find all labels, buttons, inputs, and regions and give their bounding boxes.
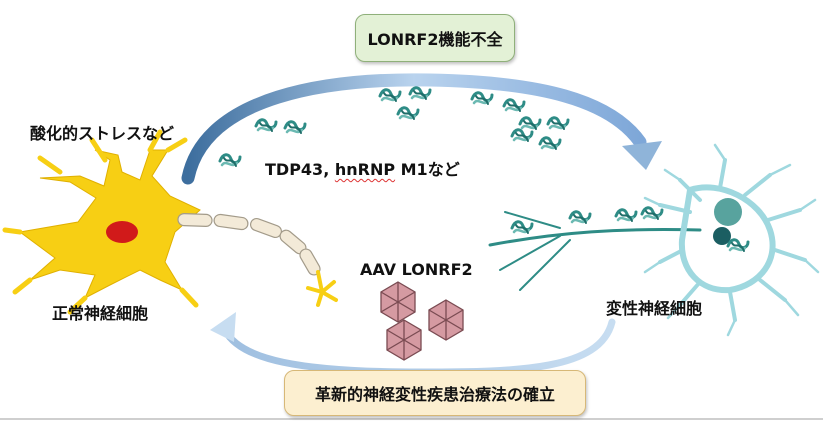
curved-arrow-top-icon [181, 73, 662, 185]
protein-label-hnrnp: hnRNP [334, 160, 396, 179]
protein-label: TDP43, hnRNP M1など [265, 156, 460, 180]
oxidative-stress-label: 酸化的ストレスなど [30, 124, 175, 143]
degenerating-neuron-label: 変性神経細胞 [606, 299, 703, 318]
therapy-box: 革新的神経変性疾患治療法の確立 [284, 370, 586, 416]
aav-label: AAV LONRF2 [360, 260, 473, 279]
degenerating-neuron-icon [488, 143, 820, 337]
normal-neuron-label: 正常神経細胞 [52, 304, 149, 323]
aav-virus-icon [380, 281, 464, 361]
therapy-label: 革新的神経変性疾患治療法の確立 [314, 385, 555, 404]
normal-neuron-icon [2, 129, 338, 315]
protein-label-part3: M1など [395, 160, 460, 179]
dysfunction-box: LONRF2機能不全 [355, 14, 515, 62]
protein-label-part1: TDP43, [265, 160, 335, 179]
dysfunction-label: LONRF2機能不全 [367, 30, 503, 49]
